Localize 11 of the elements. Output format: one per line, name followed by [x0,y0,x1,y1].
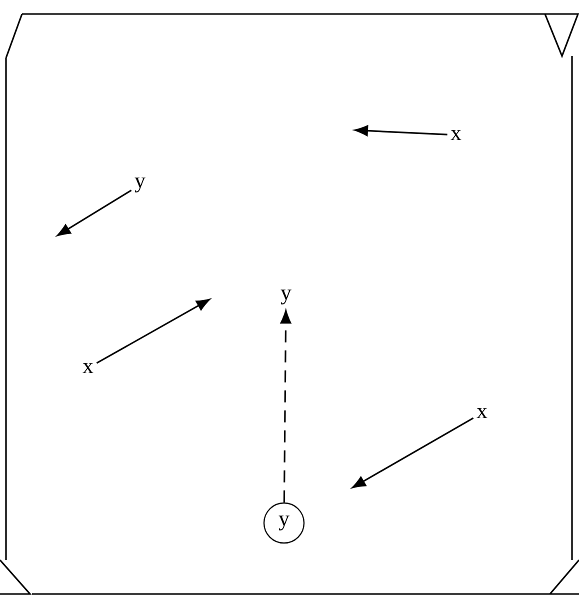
axis-label: x [450,130,462,140]
arrow [280,310,292,502]
arrow [352,417,474,488]
arrow [354,125,448,136]
axis-label: x [82,362,94,374]
arrow [96,298,210,364]
axis-label: x [476,408,488,418]
arrow [57,190,132,236]
axis-label: y [134,178,146,192]
axis-label: y [280,290,292,304]
circled-label: y [263,502,305,544]
